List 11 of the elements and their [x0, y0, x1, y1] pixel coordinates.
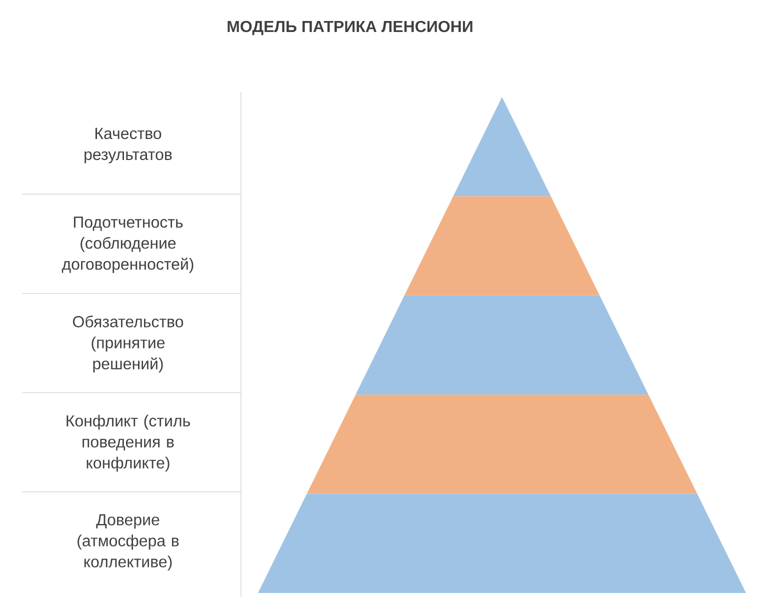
row-label: Доверие (атмосфера в коллективе)	[78, 514, 179, 571]
pyramid-level	[404, 196, 600, 296]
pyramid-level	[258, 494, 746, 593]
row-label: Подотчетность (соблюдение договоренностей)	[62, 216, 194, 273]
row-label: Конфликт (стиль поведения в конфликте)	[66, 414, 190, 472]
pyramid-level	[356, 295, 648, 395]
pyramid-level	[453, 97, 551, 196]
pyramid-level	[306, 394, 698, 494]
row-label: Обязательство (принятие решений)	[72, 315, 184, 373]
row-label: Качество результатов	[84, 128, 172, 164]
title: МОДЕЛЬ ПАТРИКА ЛЕНСИОНИ	[228, 20, 472, 36]
